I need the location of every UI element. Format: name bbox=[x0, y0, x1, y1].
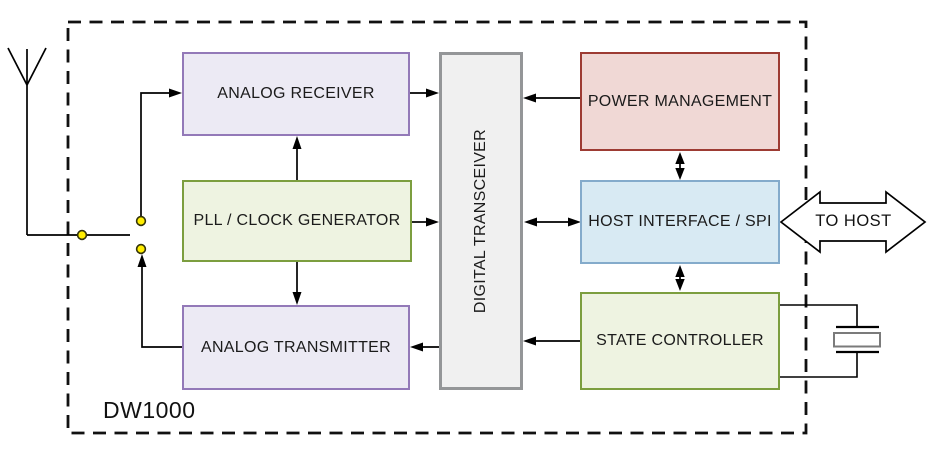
power-management-label: POWER MANAGEMENT bbox=[587, 92, 773, 110]
rf-switch-icon bbox=[76, 215, 147, 255]
crystal-oscillator-icon bbox=[780, 304, 881, 378]
chip-label: DW1000 bbox=[103, 397, 196, 423]
host-interface-spi-label: HOST INTERFACE / SPI bbox=[588, 213, 772, 230]
arrow-pll-to-transmitter bbox=[292, 262, 302, 305]
block-state-controller: STATE CONTROLLER bbox=[580, 292, 780, 390]
block-digital-transceiver: DIGITAL TRANSCEIVER bbox=[439, 52, 523, 390]
digital-transceiver-label: DIGITAL TRANSCEIVER bbox=[472, 128, 489, 314]
arrow-pll-to-receiver bbox=[292, 136, 302, 180]
arrow-transmitter-to-switch bbox=[137, 254, 182, 348]
arrow-transceiver-to-transmitter bbox=[410, 342, 439, 352]
chip-boundary-dashed-border bbox=[66, 20, 808, 435]
block-analog-transmitter: ANALOG TRANSMITTER bbox=[182, 305, 410, 390]
block-power-management: POWER MANAGEMENT bbox=[580, 52, 780, 151]
state-controller-label: STATE CONTROLLER bbox=[596, 332, 764, 349]
to-host-label: TO HOST bbox=[815, 212, 892, 230]
block-pll-clock-generator: PLL / CLOCK GENERATOR bbox=[182, 180, 412, 262]
arrow-state-to-transceiver bbox=[523, 336, 580, 346]
arrow-switch-to-receiver bbox=[140, 88, 182, 221]
analog-receiver-label: ANALOG RECEIVER bbox=[217, 85, 375, 102]
block-analog-receiver: ANALOG RECEIVER bbox=[182, 52, 410, 136]
arrow-pll-to-transceiver bbox=[412, 217, 439, 227]
arrow-power-to-transceiver bbox=[523, 93, 580, 103]
double-arrow-power-host bbox=[675, 152, 685, 180]
arrow-receiver-to-transceiver bbox=[410, 88, 439, 98]
block-host-interface-spi: HOST INTERFACE / SPI bbox=[580, 180, 780, 264]
to-host-arrow bbox=[779, 190, 927, 254]
double-arrow-host-state bbox=[675, 265, 685, 291]
pll-clock-generator-label: PLL / CLOCK GENERATOR bbox=[193, 212, 401, 229]
double-arrow-transceiver-host bbox=[524, 217, 581, 227]
analog-transmitter-label: ANALOG TRANSMITTER bbox=[200, 338, 392, 356]
